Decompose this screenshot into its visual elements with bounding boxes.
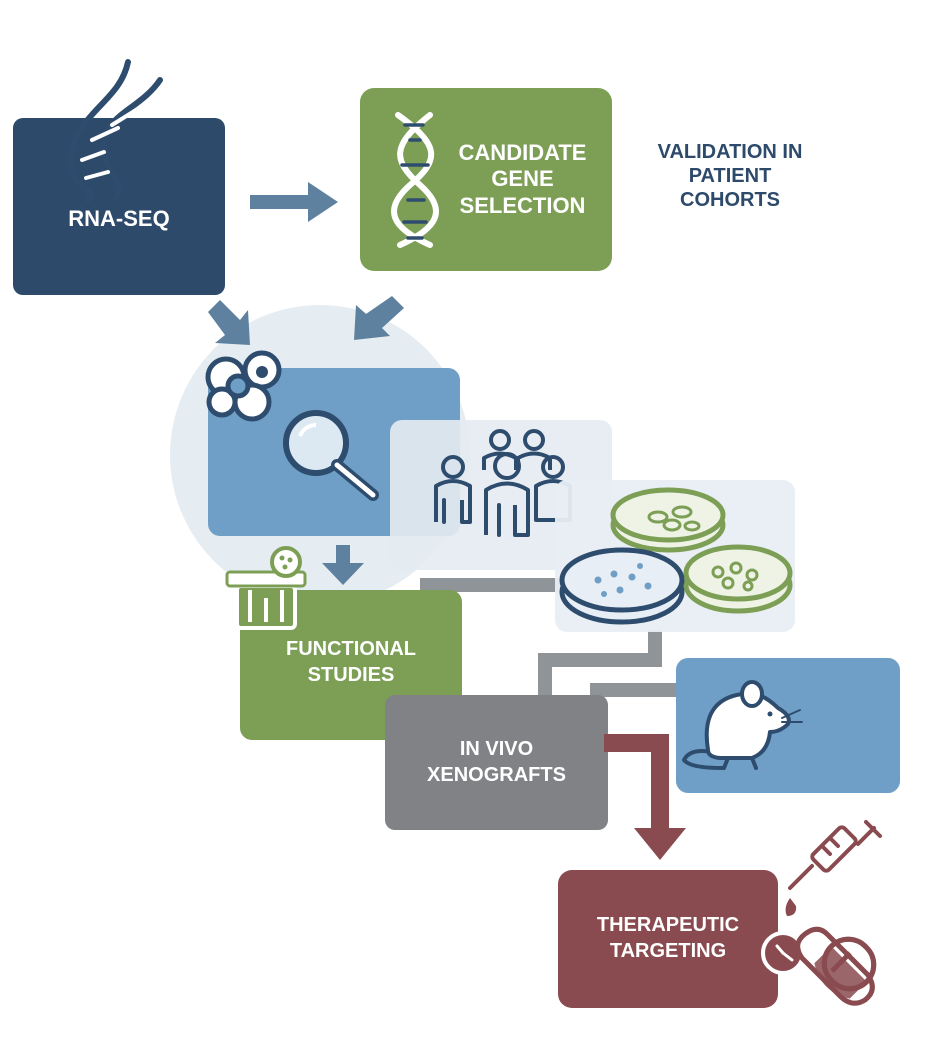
dna-helix-icon [67, 59, 163, 203]
validation-label-line-2: PATIENT [688, 165, 772, 187]
arrow-analysis-to-functional [322, 545, 364, 585]
arrow-rna-to-analysis [208, 300, 250, 345]
dna-helix-rungs-icon [80, 108, 138, 180]
magnifier-icon [283, 410, 379, 501]
mouse-icon [682, 680, 803, 770]
arrow-xenografts-to-therapeutic [604, 734, 686, 860]
therapeutic-label: THERAPEUTIC TARGETING [558, 912, 778, 964]
xenografts-block [385, 695, 608, 830]
rna-seq-label-text: RNA-SEQ [68, 206, 170, 231]
xenografts-label: IN VIVO XENOGRAFTS [385, 736, 608, 788]
candidate-gene-label-line-3: SELECTION [459, 192, 586, 218]
validation-label-line-3: COHORTS [680, 189, 780, 211]
rna-seq-block [13, 118, 225, 295]
functional-studies-label: FUNCTIONAL STUDIES [240, 636, 462, 688]
drop-icon [785, 898, 797, 916]
syringe-icon [788, 820, 882, 890]
rna-seq-label: RNA-SEQ [13, 206, 225, 232]
pill-capsule-body-icon [795, 926, 875, 1006]
therapeutic-label-line-1: THERAPEUTIC [596, 914, 740, 936]
xenografts-label-line-2: XENOGRAFTS [427, 764, 566, 786]
petri-dish-green-front-icon [683, 544, 793, 614]
candidate-gene-label: CANDIDATE GENE SELECTION [435, 140, 610, 219]
dna-helix-green-icon [391, 112, 439, 248]
candidate-gene-label-line-2: GENE [491, 166, 554, 192]
functional-studies-label-line-2: STUDIES [307, 664, 395, 686]
arrow-rna-to-candidate [250, 182, 338, 222]
candidate-gene-label-line-1: CANDIDATE [458, 140, 587, 165]
functional-studies-label-line-1: FUNCTIONAL [286, 638, 416, 660]
connector-petri-to-mouse [538, 630, 662, 705]
lab-equipment-icon [225, 546, 307, 630]
cell-cluster-icon [205, 350, 282, 422]
stopwatch-icon [761, 926, 805, 975]
petri-dish-green-back-icon [610, 487, 726, 553]
therapeutic-block [558, 870, 778, 1008]
dna-helix-green-rungs-icon [400, 123, 430, 240]
validation-label-line-1: VALIDATION IN [657, 141, 803, 163]
arrow-candidate-to-analysis [354, 296, 404, 340]
xenografts-label-line-1: IN VIVO [459, 738, 534, 760]
petri-dish-blue-icon [559, 547, 685, 625]
validation-label: VALIDATION IN PATIENT COHORTS [630, 140, 830, 212]
therapeutic-label-line-2: TARGETING [609, 940, 727, 962]
